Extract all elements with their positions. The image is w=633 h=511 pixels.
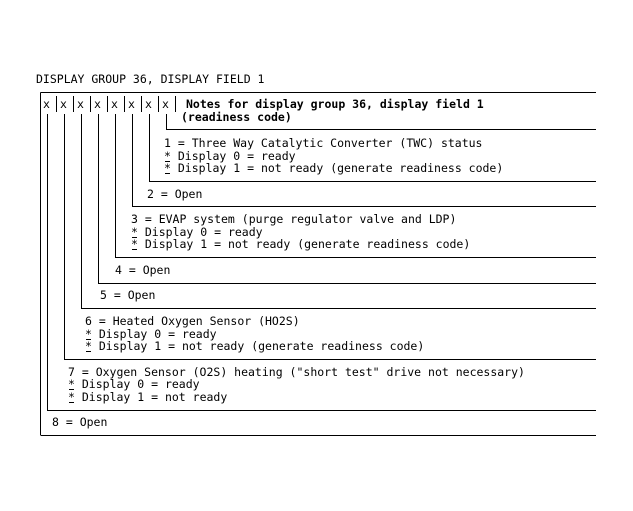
field-marker-3: x bbox=[128, 97, 135, 111]
asterisk-marker: * bbox=[131, 225, 138, 239]
field-marker-6: x bbox=[77, 97, 84, 111]
notes-title: Notes for display group 36, display fiel… bbox=[186, 97, 484, 111]
field-marker-4: x bbox=[111, 97, 118, 111]
bit-5-title: 5 = Open bbox=[100, 288, 156, 302]
bit-8-title: 8 = Open bbox=[52, 415, 108, 429]
bit-3-line-1: * Display 1 = not ready (generate readin… bbox=[131, 237, 471, 251]
bracket-bit-5 bbox=[98, 114, 596, 284]
field-marker-8: x bbox=[43, 97, 50, 111]
asterisk-marker: * bbox=[68, 377, 75, 391]
bit-3-line-0: * Display 0 = ready bbox=[131, 225, 263, 239]
bit-3-title: 3 = EVAP system (purge regulator valve a… bbox=[131, 212, 457, 226]
asterisk-marker: * bbox=[164, 161, 171, 175]
asterisk-marker: * bbox=[85, 327, 92, 341]
asterisk-marker: * bbox=[68, 390, 75, 404]
bit-1-title: 1 = Three Way Catalytic Converter (TWC) … bbox=[164, 136, 483, 150]
bracket-bit-3 bbox=[132, 114, 596, 207]
bit-6-line-0: * Display 0 = ready bbox=[85, 327, 217, 341]
asterisk-marker: * bbox=[164, 149, 171, 163]
bracket-bit-6 bbox=[81, 114, 596, 309]
bit-6-line-1: * Display 1 = not ready (generate readin… bbox=[85, 339, 425, 353]
field-marker-5: x bbox=[94, 97, 101, 111]
page-heading: DISPLAY GROUP 36, DISPLAY FIELD 1 bbox=[36, 72, 265, 86]
bracket-bit-1 bbox=[166, 114, 596, 130]
bracket-bit-2 bbox=[149, 114, 596, 182]
bracket-bit-8 bbox=[47, 114, 596, 411]
bracket-bit-7 bbox=[64, 114, 596, 360]
field-marker-1: x bbox=[162, 97, 169, 111]
bit-1-line-1: * Display 1 = not ready (generate readin… bbox=[164, 161, 504, 175]
field-marker-2: x bbox=[145, 97, 152, 111]
asterisk-marker: * bbox=[131, 237, 138, 251]
bit-6-title: 6 = Heated Oxygen Sensor (HO2S) bbox=[85, 314, 300, 328]
notes-subtitle: (readiness code) bbox=[181, 110, 292, 124]
bit-1-line-0: * Display 0 = ready bbox=[164, 149, 296, 163]
asterisk-marker: * bbox=[85, 339, 92, 353]
bracket-bit-4 bbox=[115, 114, 596, 258]
bit-7-line-1: * Display 1 = not ready bbox=[68, 390, 228, 404]
bit-2-title: 2 = Open bbox=[147, 187, 203, 201]
bit-7-title: 7 = Oxygen Sensor (O2S) heating ("short … bbox=[68, 365, 525, 379]
bit-7-line-0: * Display 0 = ready bbox=[68, 377, 200, 391]
field-marker-7: x bbox=[60, 97, 67, 111]
bit-4-title: 4 = Open bbox=[115, 263, 171, 277]
